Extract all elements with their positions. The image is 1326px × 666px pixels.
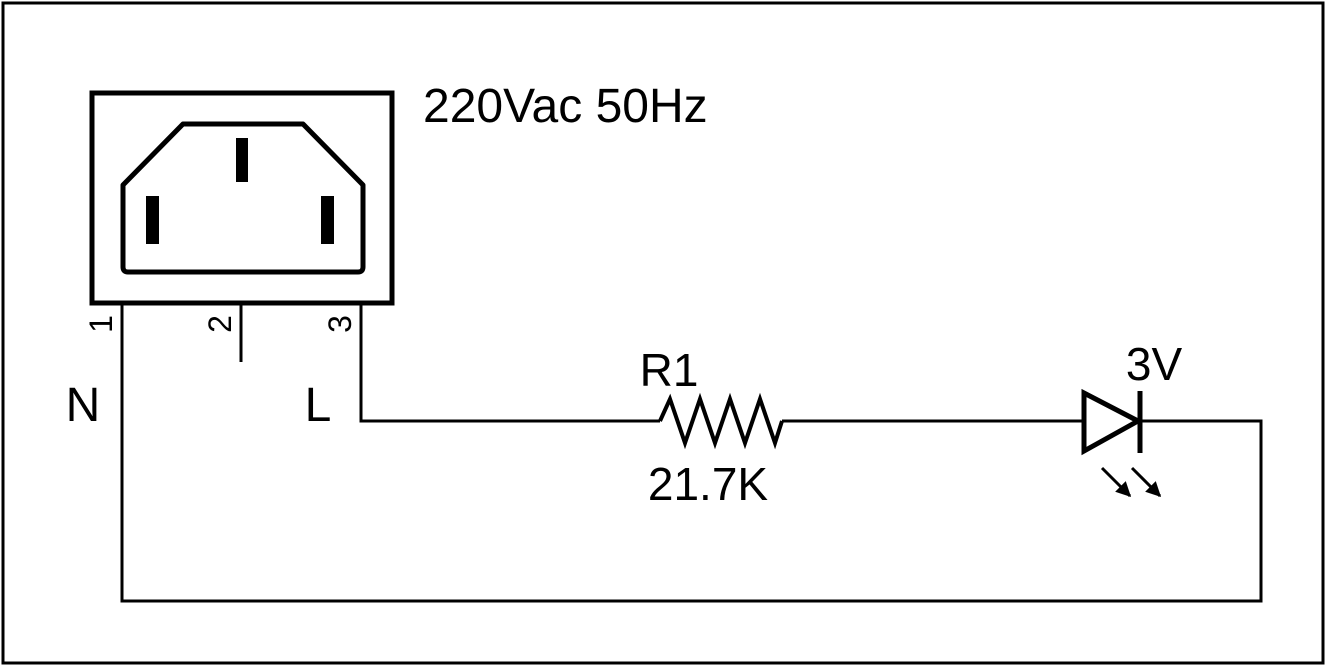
line-wire (359, 303, 660, 423)
ac-inlet-connector (89, 90, 395, 306)
resistor-value-label: 21.7K (648, 458, 769, 510)
led-symbol (1081, 388, 1162, 498)
pin-1-label: 1 (83, 315, 119, 333)
earth-pin (236, 138, 248, 182)
neutral-wire (120, 303, 1263, 603)
led-voltage-label: 3V (1126, 338, 1183, 390)
line-pin (321, 196, 334, 244)
resistor-ref-label: R1 (640, 344, 699, 396)
neutral-label: N (66, 379, 101, 432)
resistor-zigzag (658, 392, 784, 450)
line-label: L (305, 379, 332, 432)
led-emission-arrow (1130, 466, 1162, 498)
supply-label: 220Vac 50Hz (423, 80, 708, 133)
led-emission-arrow (1100, 466, 1132, 498)
c14-socket-outline (120, 121, 366, 275)
pin-2-label: 2 (202, 315, 238, 333)
led-triangle (1081, 388, 1144, 456)
neutral-pin (146, 196, 159, 244)
pin-3-label: 3 (322, 315, 358, 333)
